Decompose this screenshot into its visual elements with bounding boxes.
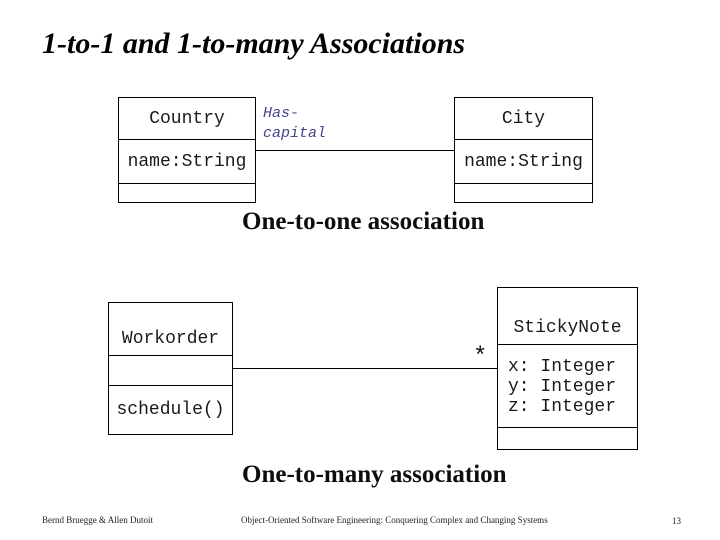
class-name-city: City <box>501 108 546 129</box>
class-operation-workorder: schedule() <box>109 385 232 434</box>
caption-one-to-one: One-to-one association <box>242 208 485 235</box>
empty-compartment <box>109 355 232 385</box>
class-box-stickynote: StickyNote x: Integer y: Integer z: Inte… <box>497 287 638 450</box>
class-attribute-country: name:String <box>119 139 255 183</box>
class-attributes-stickynote: x: Integer y: Integer z: Integer <box>498 344 637 427</box>
association-label: Has- capital <box>263 104 326 144</box>
class-name-country: Country <box>149 108 225 129</box>
association-line-has-capital <box>256 150 454 151</box>
attribute-z: z: Integer <box>508 397 617 417</box>
attribute-x: x: Integer <box>508 357 617 377</box>
footer-page-number: 13 <box>672 516 681 526</box>
multiplicity-star: * <box>473 344 488 371</box>
association-label-line2: capital <box>263 125 327 142</box>
class-attribute-city: name:String <box>455 139 592 183</box>
empty-compartment <box>498 427 637 449</box>
empty-compartment <box>455 183 592 202</box>
footer-authors: Bernd Bruegge & Allen Dutoit <box>42 515 153 525</box>
class-box-country: Country name:String <box>118 97 256 203</box>
class-box-city: City name:String <box>454 97 593 203</box>
association-line-one-to-many <box>233 368 497 369</box>
class-box-workorder: Workorder schedule() <box>108 302 233 435</box>
class-name-workorder: Workorder <box>121 329 220 349</box>
caption-one-to-many: One-to-many association <box>242 461 507 488</box>
empty-compartment <box>119 183 255 202</box>
association-label-line1: Has- <box>263 105 300 122</box>
attribute-y: y: Integer <box>508 377 617 397</box>
slide-title: 1-to-1 and 1-to-many Associations <box>42 27 466 60</box>
footer-book-title: Object-Oriented Software Engineering: Co… <box>241 515 548 525</box>
class-name-stickynote: StickyNote <box>513 318 622 338</box>
